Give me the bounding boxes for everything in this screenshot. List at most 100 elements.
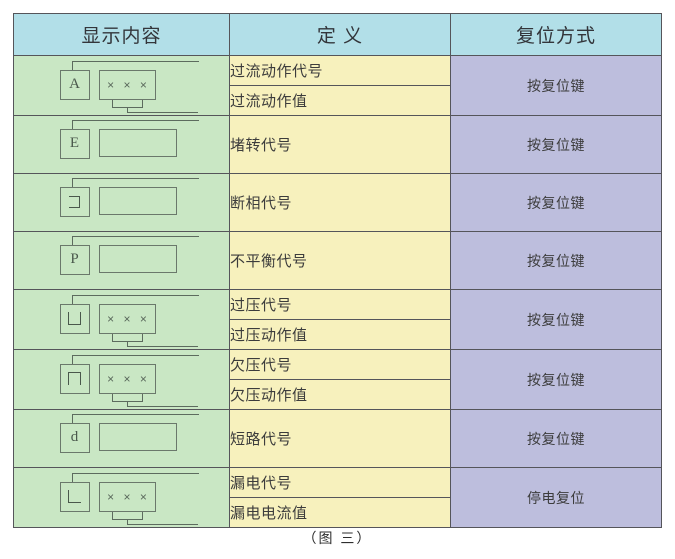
header-reset-method: 复位方式 bbox=[450, 13, 662, 56]
glyph-value-digit: × bbox=[139, 77, 147, 92]
glyph-code-symbol bbox=[68, 490, 81, 503]
definition-cell: 欠压代号 bbox=[229, 349, 451, 380]
reset-method-cell: 停电复位 bbox=[450, 467, 662, 528]
glyph-code-letter-box: d bbox=[59, 422, 90, 453]
glyph-value-digit: × bbox=[139, 489, 147, 504]
display-icon-phase-loss bbox=[27, 176, 217, 230]
definition-cell: 过流动作代号 bbox=[229, 55, 451, 86]
reset-method-cell: 按复位键 bbox=[450, 349, 662, 410]
glyph-code-letter-box bbox=[59, 186, 90, 217]
display-icon-earth-leakage: × × × bbox=[27, 471, 217, 525]
glyph-code-letter: d bbox=[70, 429, 79, 445]
glyph-code-letter: P bbox=[70, 251, 79, 267]
definition-cell: 不平衡代号 bbox=[229, 231, 451, 290]
display-icon-undervoltage: × × × bbox=[27, 353, 217, 407]
header-definition: 定 义 bbox=[229, 13, 451, 56]
reset-method-cell: 按复位键 bbox=[450, 409, 662, 468]
reset-method-cell: 按复位键 bbox=[450, 289, 662, 350]
header-display-content: 显示内容 bbox=[13, 13, 230, 56]
glyph-code-letter-box bbox=[59, 363, 90, 394]
definition-cell: 过压动作值 bbox=[229, 319, 451, 350]
glyph-bottom-wire bbox=[126, 106, 198, 113]
glyph-code-letter-box bbox=[59, 481, 90, 512]
glyph-top-wire bbox=[71, 413, 199, 424]
display-icon-stall: E bbox=[27, 118, 217, 172]
glyph-bottom-wire bbox=[126, 340, 198, 347]
display-content-cell: × × × bbox=[13, 467, 230, 528]
glyph-code-letter: E bbox=[69, 135, 80, 151]
display-content-cell: E bbox=[13, 115, 230, 174]
definition-cell: 欠压动作值 bbox=[229, 379, 451, 410]
glyph-value-digit: × bbox=[107, 371, 115, 386]
glyph-top-wire bbox=[71, 177, 199, 188]
glyph-code-letter-box: A bbox=[59, 69, 90, 100]
definition-cell: 短路代号 bbox=[229, 409, 451, 468]
reset-method-cell: 按复位键 bbox=[450, 55, 662, 116]
table-row: 漏电电流值 bbox=[14, 497, 662, 528]
reset-method-cell: 按复位键 bbox=[450, 173, 662, 232]
display-content-cell: d bbox=[13, 409, 230, 468]
display-content-cell: × × × bbox=[13, 349, 230, 410]
glyph-value-digit: × bbox=[123, 77, 131, 92]
glyph-code-letter: A bbox=[69, 76, 80, 92]
table-row: d 短路代号按复位键 bbox=[13, 409, 662, 468]
glyph-top-wire bbox=[71, 472, 199, 483]
display-icon-overvoltage: × × × bbox=[27, 293, 217, 347]
definition-cell: 漏电电流值 bbox=[229, 497, 451, 528]
glyph-code-symbol bbox=[68, 312, 81, 325]
glyph-bottom-wire bbox=[126, 518, 198, 525]
glyph-code-letter-box bbox=[59, 303, 90, 334]
glyph-value-digit: × bbox=[123, 489, 131, 504]
glyph-value-digit: × bbox=[123, 311, 131, 326]
display-icon-short-circuit: d bbox=[27, 412, 217, 466]
display-icon-unbalance: P bbox=[27, 234, 217, 288]
glyph-code-symbol bbox=[68, 372, 81, 385]
table-header-row: 显示内容 定 义 复位方式 bbox=[13, 13, 662, 56]
glyph-value-digit: × bbox=[107, 311, 115, 326]
glyph-value-digit: × bbox=[139, 311, 147, 326]
display-content-cell: × × × bbox=[13, 289, 230, 350]
reset-method-cell: 按复位键 bbox=[450, 231, 662, 290]
table-row: E 堵转代号按复位键 bbox=[13, 115, 662, 174]
definition-cell: 漏电代号 bbox=[229, 467, 451, 498]
glyph-blank-box bbox=[98, 186, 177, 215]
display-content-cell: P bbox=[13, 231, 230, 290]
definition-cell: 堵转代号 bbox=[229, 115, 451, 174]
glyph-value-digit: × bbox=[107, 77, 115, 92]
glyph-value-box: × × × bbox=[98, 303, 156, 334]
glyph-top-wire bbox=[71, 60, 199, 71]
glyph-value-digit: × bbox=[139, 371, 147, 386]
glyph-blank-box bbox=[98, 244, 177, 273]
definition-cell: 过流动作值 bbox=[229, 85, 451, 116]
glyph-bottom-wire bbox=[126, 400, 198, 407]
table-row: A × × × 过流动作代号按复位键 bbox=[13, 55, 662, 116]
glyph-value-digit: × bbox=[107, 489, 115, 504]
glyph-code-symbol bbox=[69, 195, 80, 208]
table-row: P 不平衡代号按复位键 bbox=[13, 231, 662, 290]
figure-caption: （图 三） bbox=[302, 530, 373, 546]
table-row: × × × 漏电代号停电复位 bbox=[13, 467, 662, 528]
glyph-top-wire bbox=[71, 235, 199, 246]
glyph-value-digit: × bbox=[123, 371, 131, 386]
glyph-top-wire bbox=[71, 294, 199, 305]
definition-cell: 过压代号 bbox=[229, 289, 451, 320]
reset-method-cell: 按复位键 bbox=[450, 115, 662, 174]
table-row: 过压动作值 bbox=[14, 319, 662, 350]
glyph-blank-box bbox=[98, 422, 177, 451]
glyph-blank-box bbox=[98, 128, 177, 157]
glyph-value-box: × × × bbox=[98, 481, 156, 512]
display-content-cell: A × × × bbox=[13, 55, 230, 116]
table-row: 断相代号按复位键 bbox=[13, 173, 662, 232]
table-row: × × × 欠压代号按复位键 bbox=[13, 349, 662, 410]
display-icon-overcurrent: A × × × bbox=[27, 59, 217, 113]
glyph-code-letter-box: P bbox=[59, 244, 90, 275]
glyph-top-wire bbox=[71, 354, 199, 365]
display-content-cell bbox=[13, 173, 230, 232]
definition-cell: 断相代号 bbox=[229, 173, 451, 232]
table-row: × × × 过压代号按复位键 bbox=[13, 289, 662, 350]
glyph-code-letter-box: E bbox=[59, 128, 90, 159]
glyph-value-box: × × × bbox=[98, 69, 156, 100]
